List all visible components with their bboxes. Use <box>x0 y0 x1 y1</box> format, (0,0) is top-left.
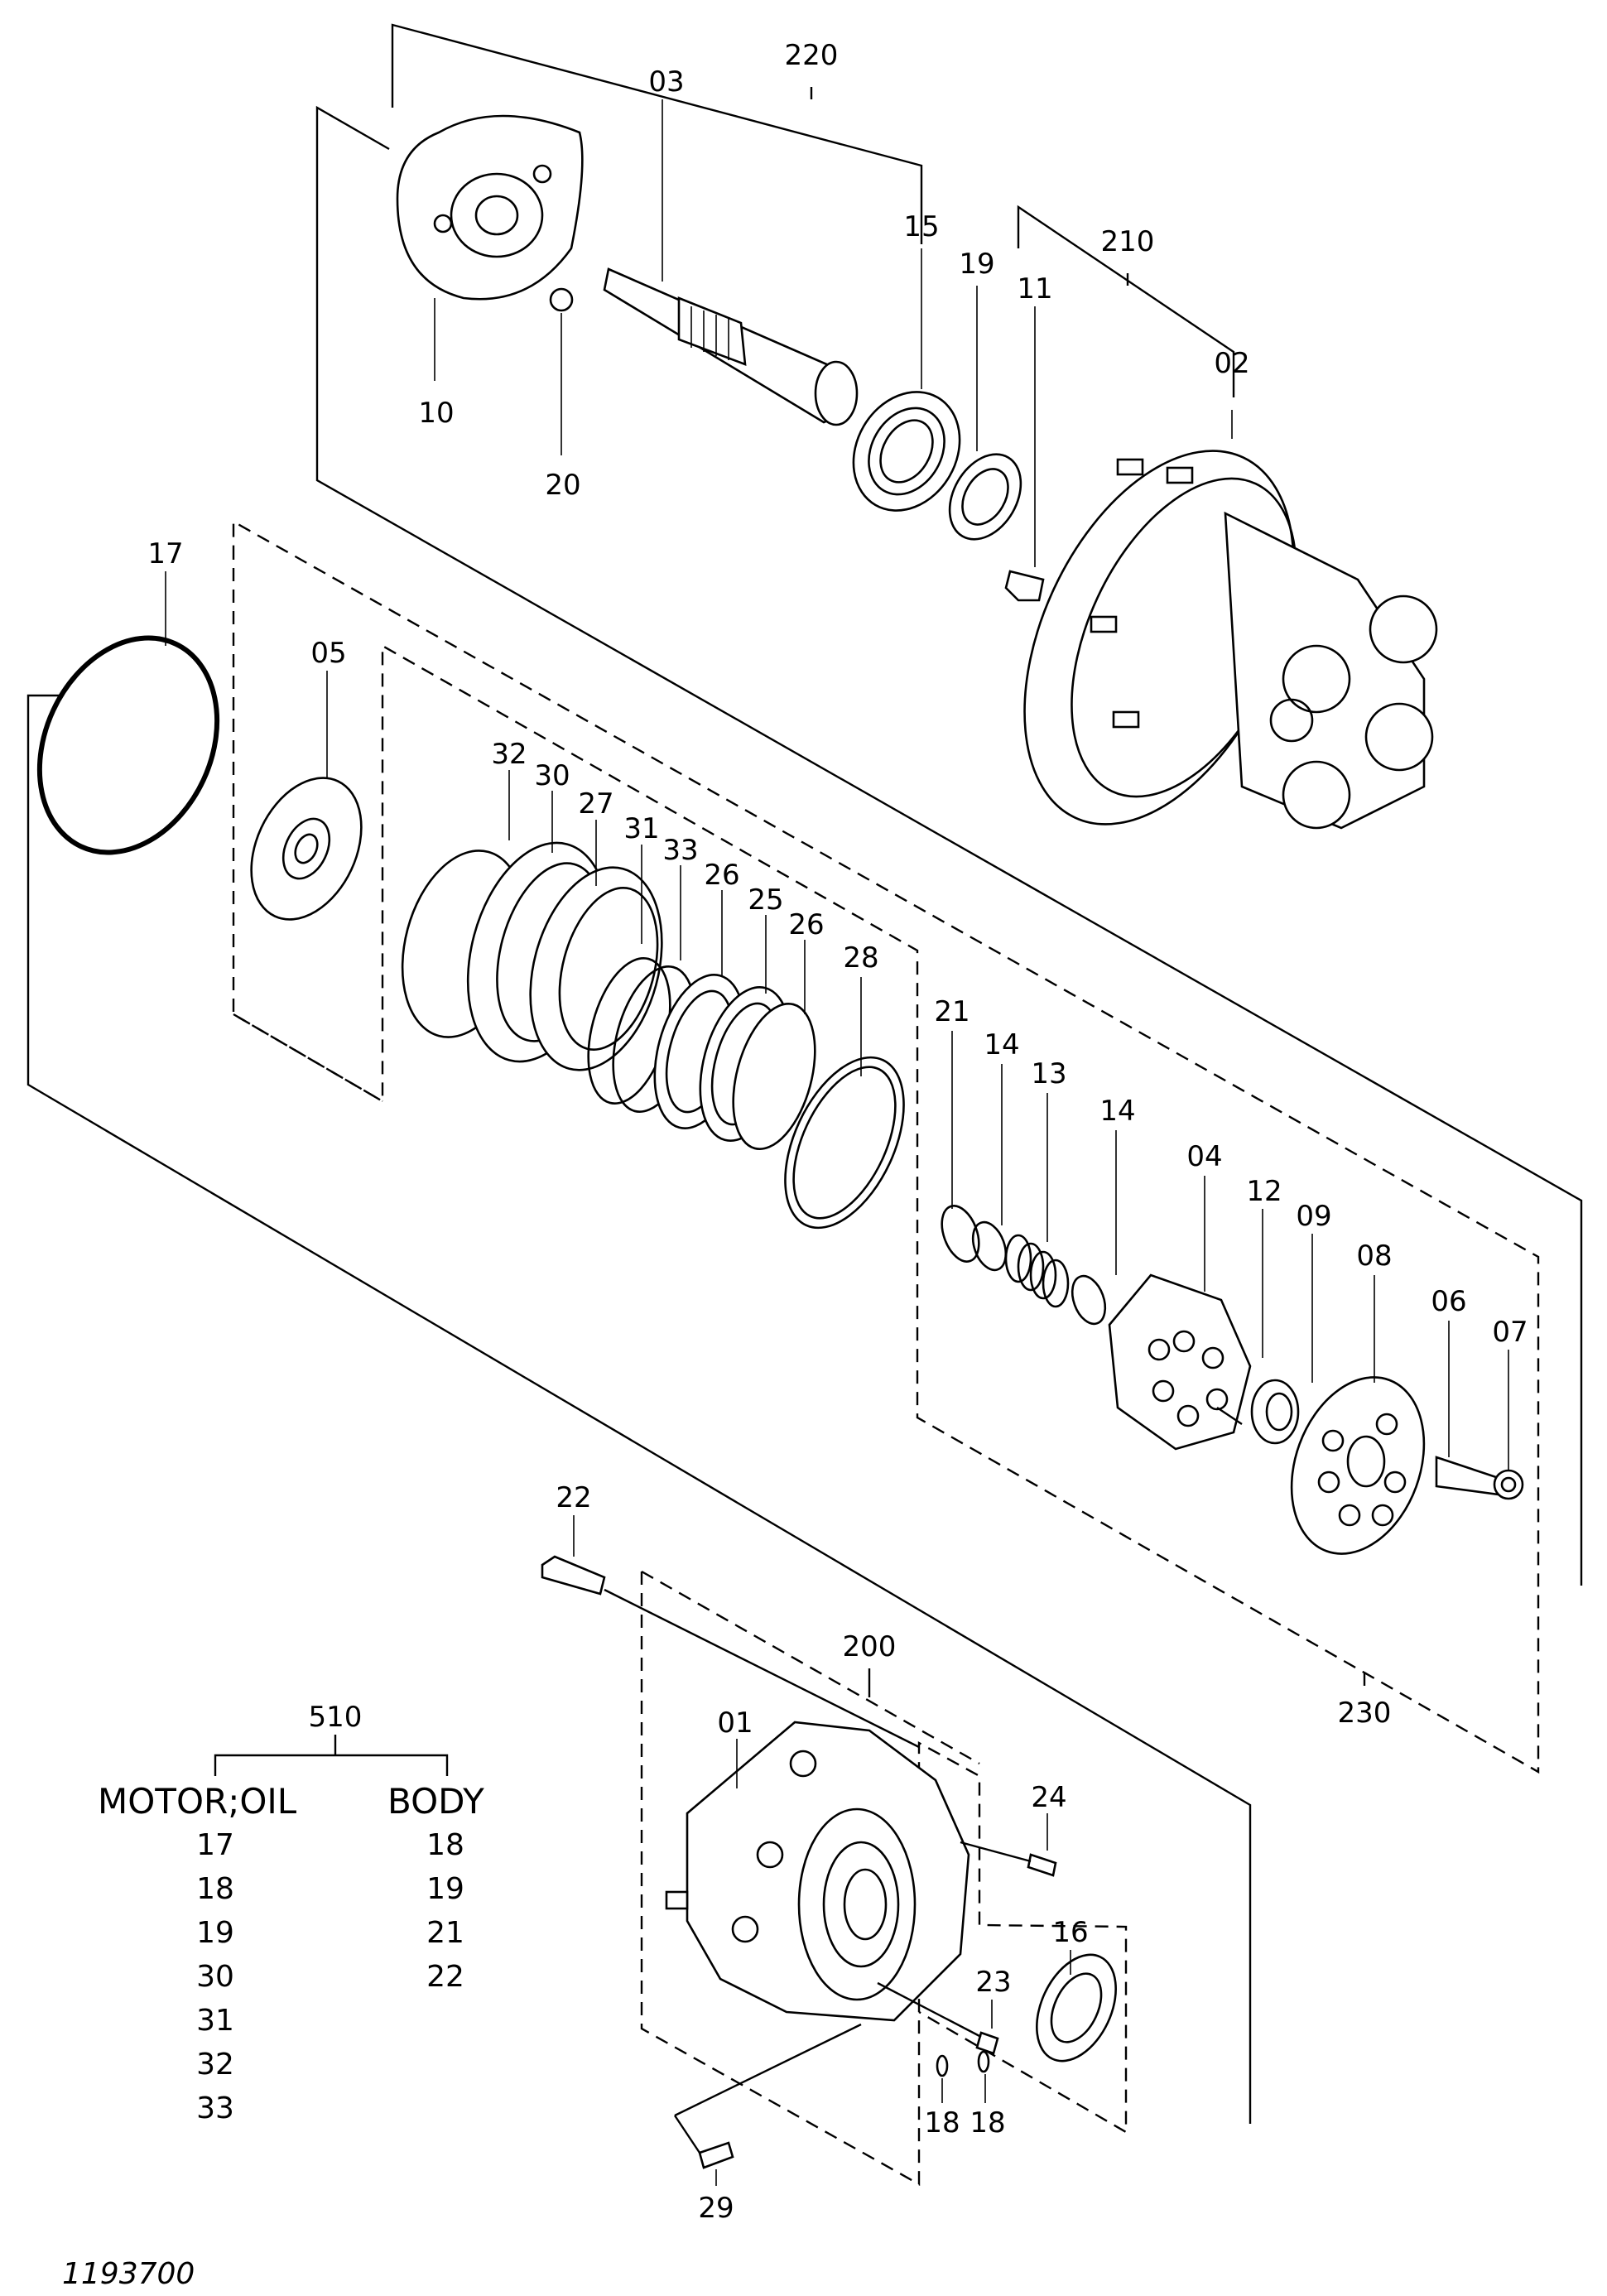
part-label-23: 23 <box>975 1966 1011 1999</box>
part-label-05: 05 <box>310 637 346 670</box>
part-label-30: 30 <box>534 759 570 792</box>
pin-12 <box>1216 1407 1243 1425</box>
part-label-14b: 14 <box>1099 1095 1135 1128</box>
group-label-200: 200 <box>843 1630 897 1663</box>
part-label-26a: 26 <box>704 859 739 892</box>
part-label-02: 02 <box>1214 347 1249 380</box>
axis-29b <box>674 2115 700 2154</box>
part-label-12: 12 <box>1246 1175 1282 1208</box>
kit-table-510: 510 MOTOR;OIL BODY 17 18 19 30 31 32 33 … <box>98 1701 484 2125</box>
part-label-16: 16 <box>1052 1916 1088 1949</box>
brake-piston-32-30 <box>401 841 663 1071</box>
part-label-18b: 18 <box>969 2106 1005 2140</box>
kit-col1-item: 33 <box>196 2091 234 2125</box>
kit-col2-header: BODY <box>387 1781 484 1822</box>
bearing-15 <box>852 391 961 512</box>
part-label-08: 08 <box>1356 1239 1392 1273</box>
part-label-01: 01 <box>717 1706 753 1740</box>
part-label-25: 25 <box>748 883 783 917</box>
group-label-210: 210 <box>1101 225 1155 258</box>
o-ring-18a <box>936 2054 949 2077</box>
part-label-03: 03 <box>648 65 684 99</box>
part-label-28: 28 <box>843 941 878 975</box>
o-ring-18b <box>977 2050 990 2073</box>
group-230-frame <box>232 519 1540 1774</box>
kit-col1-item: 31 <box>196 2004 234 2038</box>
part-label-06: 06 <box>1431 1285 1466 1318</box>
pin-24 <box>1027 1853 1057 1877</box>
part-label-21: 21 <box>934 995 969 1028</box>
axis-24 <box>960 1841 1032 1863</box>
part-label-27: 27 <box>578 787 613 821</box>
part-label-22: 22 <box>556 1481 591 1514</box>
kit-col1-item: 19 <box>196 1916 234 1950</box>
kit-col2-item: 19 <box>426 1872 464 1906</box>
part-label-17: 17 <box>147 537 183 570</box>
washer-14a <box>971 1220 1008 1272</box>
part-label-26b: 26 <box>788 908 824 941</box>
group-05-frame <box>233 1013 383 1103</box>
part-label-29: 29 <box>698 2192 734 2225</box>
plate-10 <box>396 114 584 301</box>
part-label-10: 10 <box>418 397 454 430</box>
group-outer-frame-top <box>315 105 1583 1586</box>
cylinder-block-04 <box>1108 1273 1252 1451</box>
ring-28 <box>784 1056 905 1230</box>
part-label-18a: 18 <box>924 2106 960 2140</box>
part-label-24: 24 <box>1031 1781 1066 1814</box>
bearing-16 <box>1036 1953 1117 2063</box>
reference-number: 1193700 <box>62 2257 195 2291</box>
kit-col2-item: 18 <box>426 1828 464 1862</box>
piston-06-07 <box>1435 1456 1524 1500</box>
valve-plate-05 <box>250 777 363 921</box>
kit-col1-item: 18 <box>196 1872 234 1906</box>
part-label-19: 19 <box>959 248 994 281</box>
part-label-15: 15 <box>903 210 939 243</box>
o-ring-17 <box>36 635 220 855</box>
kit-col1-item: 30 <box>196 1960 234 1994</box>
seal-19 <box>948 453 1022 541</box>
axis-23 <box>877 1981 982 2038</box>
part-label-31: 31 <box>623 812 659 845</box>
pin-23 <box>975 2031 999 2055</box>
kit-col2-item: 21 <box>426 1916 464 1950</box>
retainer-plate-08 <box>1290 1376 1426 1555</box>
part-label-20: 20 <box>545 469 580 502</box>
group-220-frame <box>391 23 923 244</box>
axis-29 <box>674 2023 862 2117</box>
axis-22 <box>604 1588 920 1749</box>
group-label-220: 220 <box>785 39 839 72</box>
part-label-04: 04 <box>1186 1140 1222 1173</box>
bolt-29 <box>698 2141 734 2169</box>
part-label-09: 09 <box>1296 1200 1331 1233</box>
part-label-07: 07 <box>1492 1316 1528 1349</box>
group-200-top-edge <box>641 1570 980 1765</box>
part-label-32: 32 <box>491 738 527 771</box>
kit-number: 510 <box>309 1701 363 1734</box>
group-200-frame <box>640 1572 1128 2187</box>
plug-11 <box>1004 570 1045 602</box>
shaft-03 <box>603 267 859 426</box>
group-outer-frame-left <box>26 694 1252 2124</box>
group-210-frame <box>1017 205 1235 397</box>
spring-13 <box>1004 1234 1070 1308</box>
part-label-33: 33 <box>662 834 698 867</box>
ball-guide-09 <box>1250 1379 1300 1445</box>
friction-plates-26-25 <box>653 974 816 1151</box>
kit-col1-header: MOTOR;OIL <box>98 1781 297 1822</box>
kit-col1-item: 17 <box>196 1828 234 1862</box>
part-label-13: 13 <box>1031 1057 1066 1090</box>
part-label-14a: 14 <box>984 1028 1019 1061</box>
ball-20 <box>549 287 574 312</box>
washer-14b <box>1071 1274 1107 1326</box>
bolt-22 <box>541 1555 606 1596</box>
housing-02 <box>1023 450 1438 830</box>
kit-col2-item: 22 <box>426 1960 464 1994</box>
body-01 <box>665 1721 970 2022</box>
part-label-11: 11 <box>1017 272 1052 306</box>
kit-col1-item: 32 <box>196 2048 234 2082</box>
group-label-230: 230 <box>1338 1697 1392 1730</box>
